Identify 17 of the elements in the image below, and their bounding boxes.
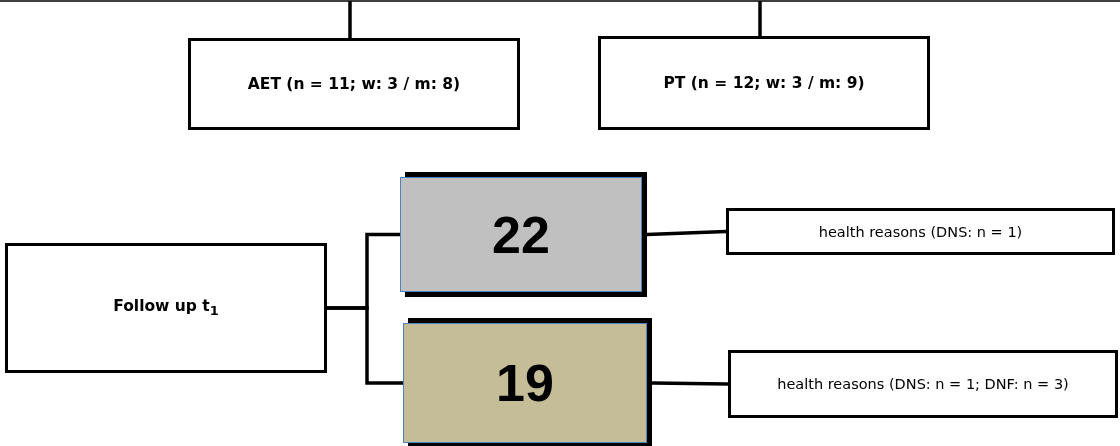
process-box (5, 243, 327, 373)
connector-line (327, 306, 403, 385)
connector-line (348, 1, 352, 38)
box-label: health reasons (DNS: n = 1; DNF: n = 3) (777, 376, 1069, 392)
connector-line (646, 229, 727, 237)
process-box (188, 38, 520, 130)
process-box (726, 208, 1115, 255)
process-box (598, 36, 930, 130)
box-label: PT (n = 12; w: 3 / m: 9) (663, 74, 865, 92)
process-box (728, 350, 1118, 418)
box-label: AET (n = 11; w: 3 / m: 8) (247, 75, 461, 93)
count-number: 19 (496, 353, 554, 413)
connector-line (758, 1, 762, 36)
count-number: 22 (492, 204, 550, 265)
box-label: Follow up t$_{1}$ (113, 297, 219, 319)
connector-line (651, 381, 729, 386)
box-label: health reasons (DNS: n = 1) (818, 223, 1023, 240)
